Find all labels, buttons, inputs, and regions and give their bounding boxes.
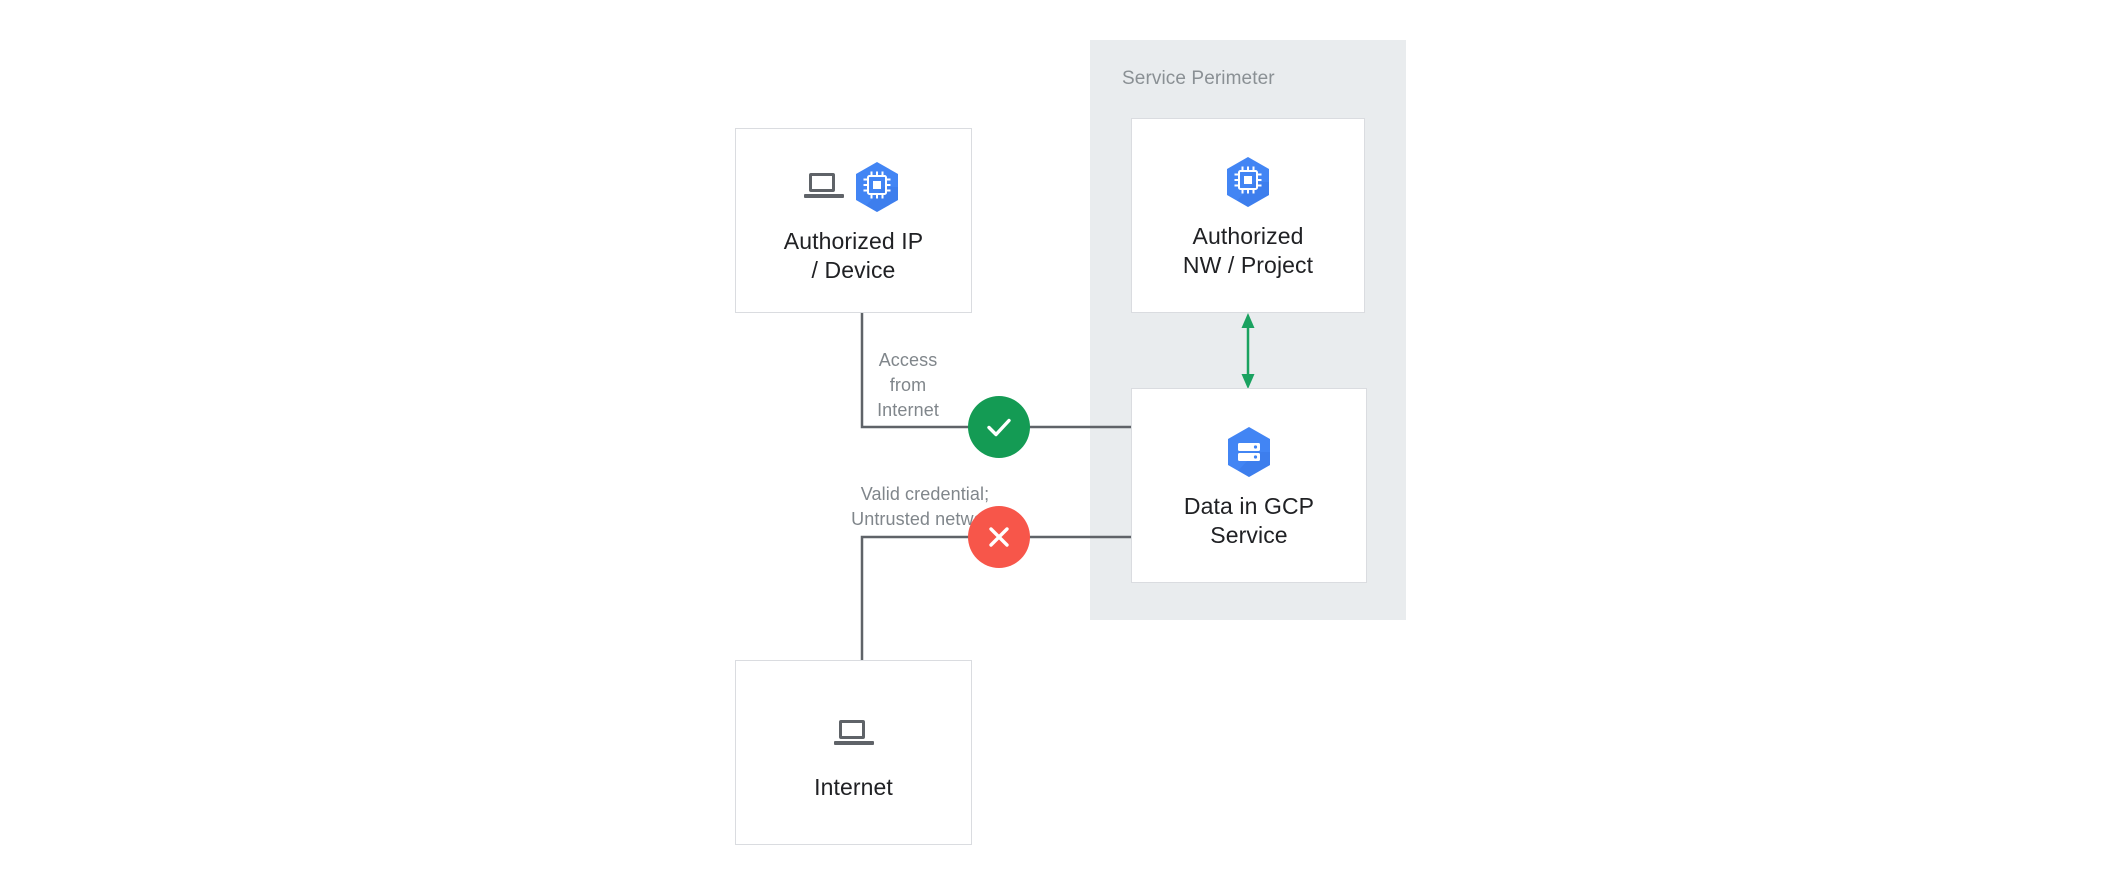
service-perimeter-label: Service Perimeter — [1122, 68, 1275, 89]
node-data-in-gcp-service[interactable]: Data in GCP Service — [1131, 388, 1367, 583]
node-label: Data in GCP Service — [1183, 492, 1315, 548]
node-icon-group — [803, 157, 901, 217]
close-icon — [989, 527, 1009, 547]
node-internet[interactable]: Internet — [735, 660, 972, 845]
laptop-icon — [803, 173, 844, 200]
node-icon-group — [1225, 422, 1273, 482]
edge-label-access-from-internet: Access from Internet — [877, 350, 939, 420]
status-badge-allowed[interactable] — [968, 396, 1030, 458]
status-badge-denied[interactable] — [968, 506, 1030, 568]
node-authorized-nw-project[interactable]: Authorized NW / Project — [1131, 118, 1365, 313]
gcp-compute-hexagon-icon — [1224, 156, 1272, 208]
node-icon-group — [833, 703, 874, 763]
node-label: Internet — [814, 774, 893, 800]
node-icon-group — [1224, 152, 1272, 212]
laptop-icon — [833, 719, 874, 747]
check-icon — [987, 418, 1011, 437]
node-label: Authorized IP / Device — [783, 227, 924, 283]
edge-label-valid-credential: Valid credential; Untrusted network — [851, 484, 999, 529]
node-label: Authorized NW / Project — [1182, 222, 1314, 278]
gcp-compute-hexagon-icon — [853, 161, 901, 213]
gcp-storage-hexagon-icon — [1225, 426, 1273, 478]
node-authorized-ip-device[interactable]: Authorized IP / Device — [735, 128, 972, 313]
